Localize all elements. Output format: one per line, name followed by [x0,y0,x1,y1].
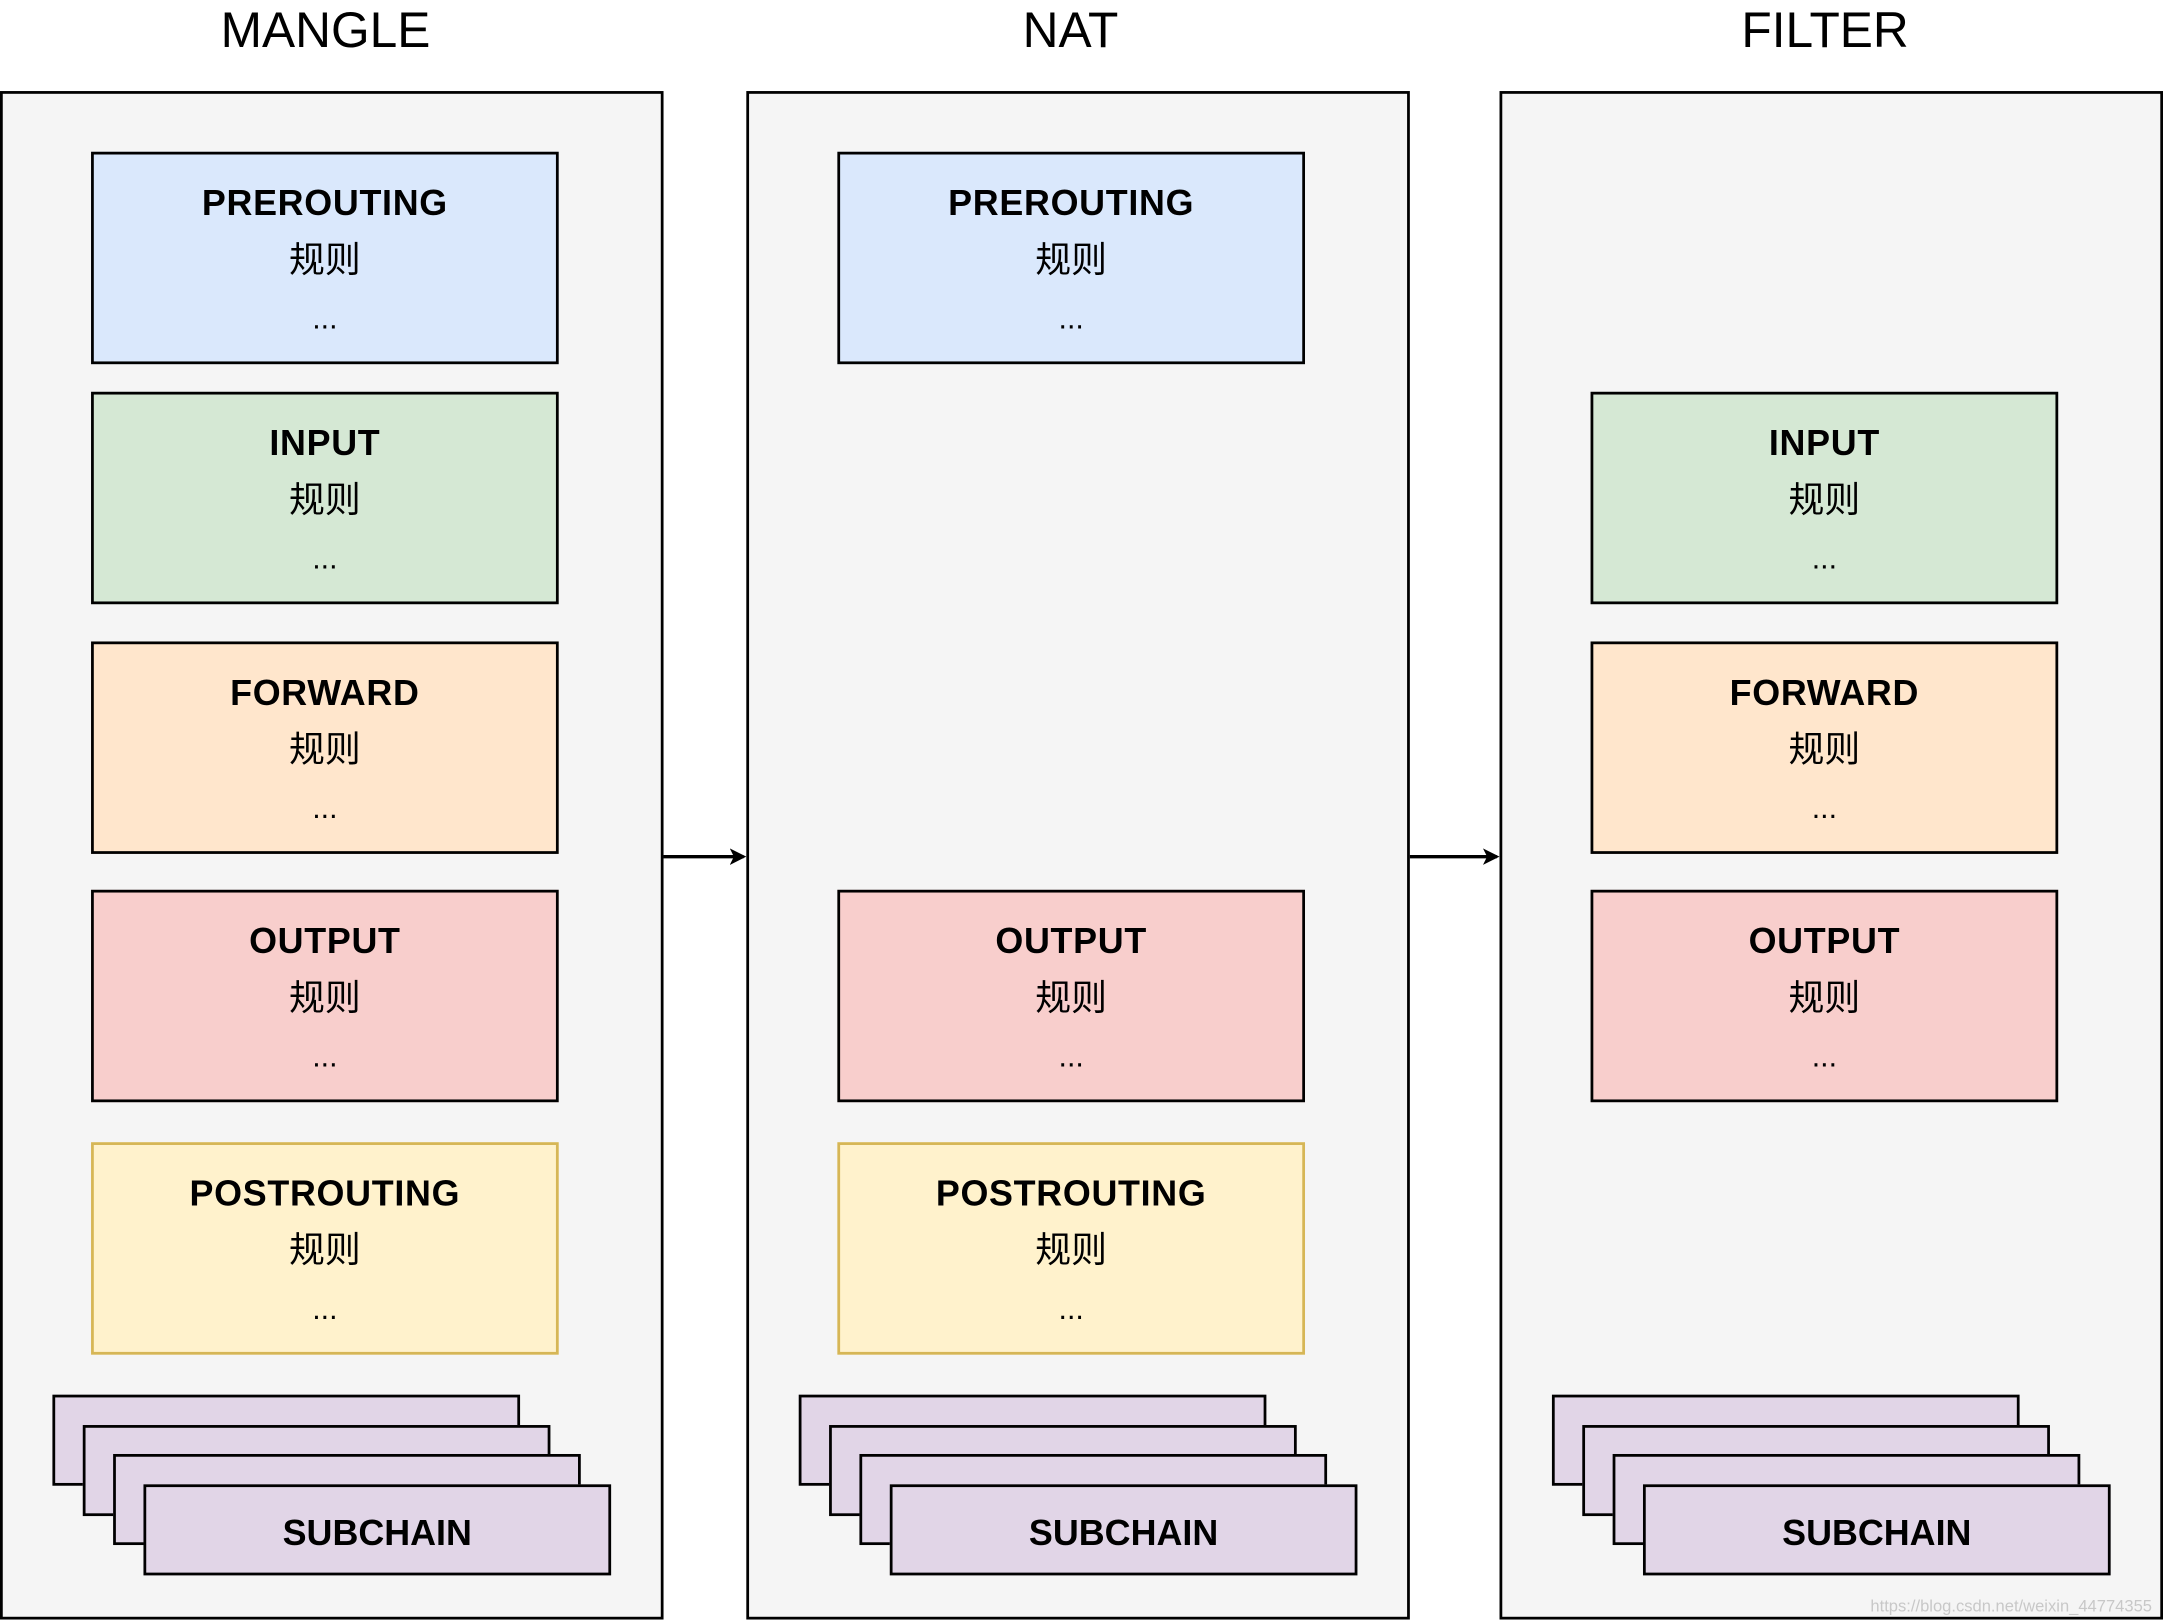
chain-ellipsis: ... [1058,300,1084,336]
subchain-card-front: SUBCHAIN [1642,1484,2111,1576]
chain-rule: 规则 [288,729,361,772]
chain-ellipsis: ... [1811,1038,1838,1074]
chain-name: PREROUTING [948,182,1195,224]
subchain-label: SUBCHAIN [282,1511,472,1554]
chain-ellipsis: ... [1058,1038,1084,1074]
chain-ellipsis: ... [312,540,338,576]
chain-rule: 规则 [1035,978,1108,1020]
chain-name: INPUT [1768,422,1880,464]
chain-box-output: OUTPUT 规则 ... [837,889,1306,1103]
table-panel-nat: PREROUTING 规则 ... OUTPUT 规则 ... POSTROUT… [746,91,1410,1620]
chain-name: INPUT [269,422,381,464]
chain-ellipsis: ... [1811,540,1838,576]
chain-rule: 规则 [288,1230,361,1272]
chain-rule: 规则 [1788,978,1861,1020]
chain-ellipsis: ... [312,300,338,336]
table-title-nat: NAT [1022,1,1119,58]
chain-box-forward: FORWARD 规则 ... [1590,641,2059,854]
table-panel-filter: INPUT 规则 ... FORWARD 规则 ... OUTPUT 规则 ..… [1499,91,2163,1620]
chain-rule: 规则 [288,978,361,1020]
chain-ellipsis: ... [1058,1291,1084,1326]
subchain-label: SUBCHAIN [1028,1511,1219,1554]
chain-box-prerouting: PREROUTING 规则 ... [91,151,559,365]
table-title-mangle: MANGLE [220,1,431,58]
chain-box-input: INPUT 规则 ... [1590,391,2059,605]
chain-name: FORWARD [230,671,420,714]
chain-box-output: OUTPUT 规则 ... [1590,889,2059,1103]
chain-ellipsis: ... [312,1291,338,1326]
chain-box-input: INPUT 规则 ... [91,391,559,605]
chain-name: POSTROUTING [935,1172,1207,1214]
chain-box-prerouting: PREROUTING 规则 ... [837,151,1306,365]
chain-box-postrouting: POSTROUTING 规则 ... [837,1142,1306,1355]
chain-ellipsis: ... [312,1038,338,1074]
chain-name: OUTPUT [995,920,1147,962]
chain-ellipsis: ... [1811,790,1838,825]
watermark: https://blog.csdn.net/weixin_44774355 [1870,1596,2153,1616]
subchain-card-front: SUBCHAIN [143,1484,612,1576]
chain-rule: 规则 [1035,1230,1108,1272]
chain-rule: 规则 [1788,480,1861,522]
chain-name: OUTPUT [249,920,401,962]
chain-name: PREROUTING [201,182,448,224]
subchain-label: SUBCHAIN [1782,1511,1972,1554]
chain-rule: 规则 [1788,729,1861,772]
table-title-filter: FILTER [1741,1,1909,58]
chain-box-output: OUTPUT 规则 ... [91,889,559,1103]
chain-rule: 规则 [1035,240,1108,282]
table-panel-mangle: PREROUTING 规则 ... INPUT 规则 ... FORWARD 规… [0,91,664,1620]
chain-name: POSTROUTING [189,1172,461,1214]
chain-rule: 规则 [288,240,361,282]
chain-name: OUTPUT [1748,920,1901,962]
chain-name: FORWARD [1729,671,1920,714]
chain-box-forward: FORWARD 规则 ... [91,641,559,854]
subchain-card-front: SUBCHAIN [889,1484,1358,1576]
chain-ellipsis: ... [312,790,338,825]
chain-box-postrouting: POSTROUTING 规则 ... [91,1142,559,1355]
chain-rule: 规则 [288,480,361,522]
